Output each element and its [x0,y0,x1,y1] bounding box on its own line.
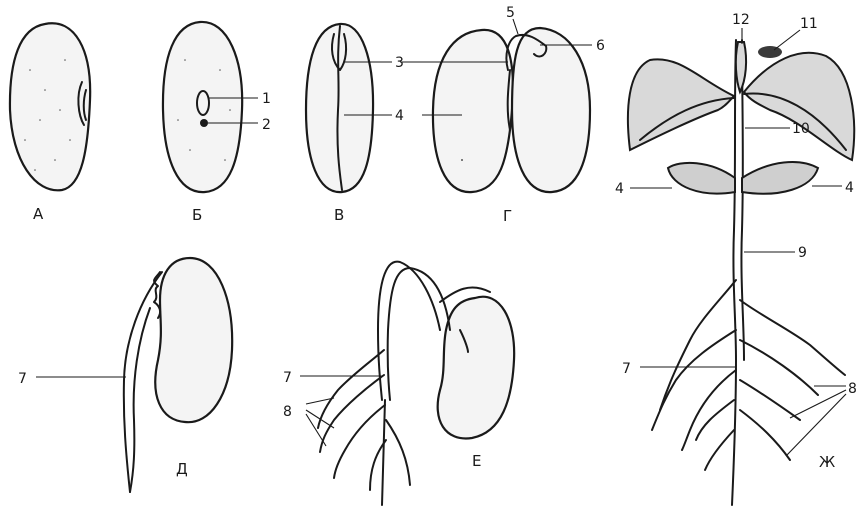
panel-g-seed-open [400,19,592,192]
label-zh-9: 9 [798,245,807,261]
caption-panel-g: Г [503,207,512,225]
caption-panel-e: Е [472,452,481,470]
micropyle [200,119,208,127]
caption-panel-zh: Ж [819,453,835,471]
terminal-bud [758,46,782,58]
caption-panel-d: Д [176,460,188,478]
label-zh-12: 12 [732,12,750,28]
caption-panel-b: Б [192,206,202,224]
label-zh-4-left: 4 [615,181,624,197]
label-e-8: 8 [283,404,292,420]
caption-panel-a: А [33,205,44,223]
label-zh-4-right: 4 [845,180,854,196]
label-zh-10: 10 [792,121,810,137]
panel-a-seed [10,23,90,190]
panel-v-seed [306,24,392,192]
label-v-4: 4 [395,108,404,124]
label-b-2: 2 [262,117,271,133]
panel-zh-young-plant [628,28,854,505]
caption-panel-v: В [334,206,344,224]
label-zh-7: 7 [622,361,631,377]
label-d-7: 7 [18,371,27,387]
label-e-7: 7 [283,370,292,386]
label-g-5: 5 [506,5,515,21]
label-zh-8: 8 [848,381,857,397]
panel-d-germinating-seed [36,258,232,492]
label-v-3: 3 [395,55,404,71]
label-zh-11: 11 [800,16,818,32]
panel-b-seed [163,22,258,192]
label-b-1: 1 [262,91,271,107]
panel-e-seedling [300,262,514,505]
label-g-6: 6 [596,38,605,54]
